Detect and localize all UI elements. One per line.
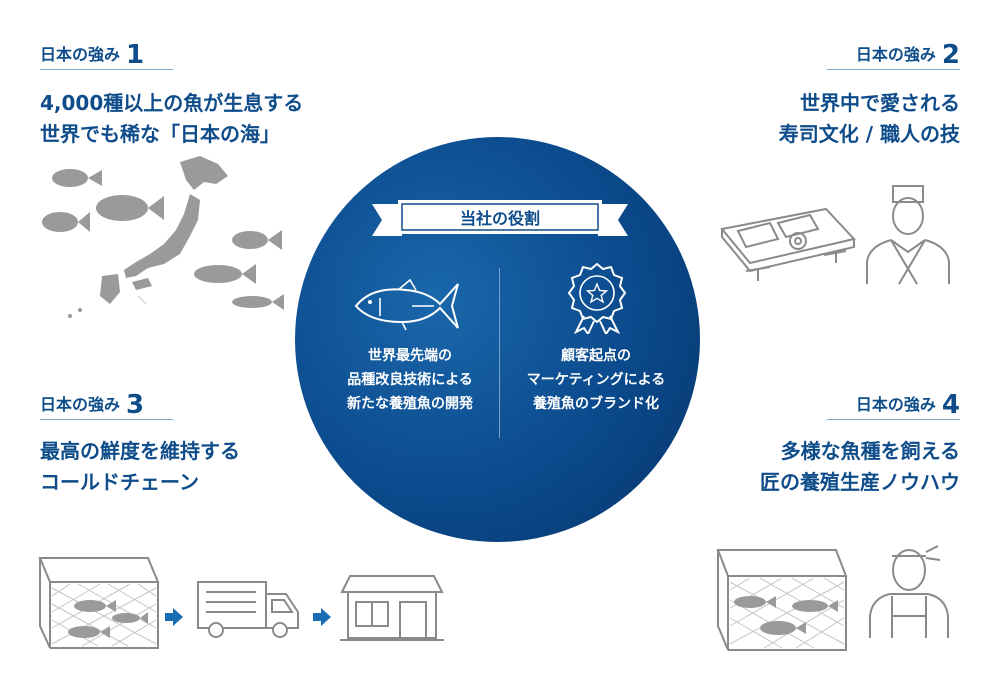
fish-icon bbox=[96, 195, 164, 221]
role-title: 当社の役割 bbox=[459, 209, 540, 228]
center-divider bbox=[499, 268, 500, 438]
chef-icon bbox=[866, 185, 950, 285]
strength-2-number: 2 bbox=[941, 40, 960, 70]
strength-4-title: 多様な魚種を飼える 匠の養殖生産ノウハウ bbox=[760, 439, 960, 494]
strength-4-rule bbox=[827, 419, 960, 420]
title-ribbon bbox=[372, 200, 628, 236]
fish-icon bbox=[792, 600, 838, 612]
fish-icon bbox=[232, 294, 284, 310]
fish-pen-icon bbox=[38, 557, 160, 649]
fish-icon bbox=[232, 230, 282, 250]
fish-icon bbox=[42, 212, 90, 232]
strength-2-title: 世界中で愛される 寿司文化 / 職人の技 bbox=[778, 91, 960, 146]
award-badge-icon bbox=[567, 262, 627, 334]
strength-1-number: 1 bbox=[126, 40, 145, 70]
sushi-icon bbox=[720, 207, 856, 281]
fish-icon bbox=[194, 264, 256, 284]
store-icon bbox=[340, 575, 444, 641]
strength-3-number: 3 bbox=[126, 390, 145, 420]
japan-map-icon bbox=[42, 156, 284, 318]
fish-icon bbox=[112, 612, 148, 624]
fish-icon bbox=[52, 169, 102, 187]
strength-1-rule bbox=[40, 69, 173, 70]
fish-icon bbox=[68, 626, 110, 638]
fish-icon bbox=[74, 600, 116, 612]
fish-icon bbox=[760, 621, 806, 635]
truck-icon bbox=[197, 581, 299, 638]
arrow-right-icon bbox=[165, 608, 183, 626]
fish-pen-icon bbox=[716, 549, 848, 651]
role-left-text: 世界最先端の 品種改良技術による 新たな養殖魚の開発 bbox=[347, 348, 473, 412]
tuna-icon bbox=[354, 278, 459, 331]
arrow-right-icon bbox=[313, 608, 331, 626]
role-right-text: 顧客起点の マーケティングによる 養殖魚のブランド化 bbox=[526, 348, 666, 412]
strength-2-rule bbox=[827, 69, 960, 70]
chef-icon bbox=[869, 545, 949, 638]
strength-4-number: 4 bbox=[941, 390, 960, 420]
strength-3-title: 最高の鮮度を維持する コールドチェーン bbox=[40, 439, 240, 494]
fish-icon bbox=[734, 596, 776, 608]
strength-1-title: 4,000種以上の魚が生息する 世界でも稀な「日本の海」 bbox=[40, 91, 304, 146]
strength-3-rule bbox=[40, 419, 173, 420]
